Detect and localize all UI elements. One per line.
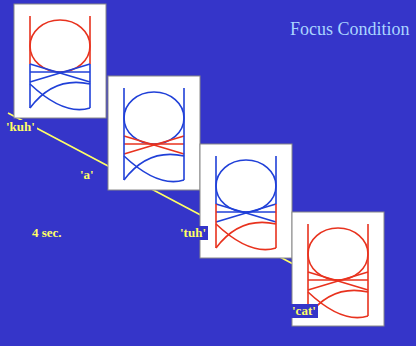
sound-label: 'kuh' [4,120,37,134]
sound-label: 4 sec. [30,226,64,240]
letter-card [108,76,200,190]
letter-card [14,4,106,118]
sound-label: 'tuh' [178,226,208,240]
slide-title: Focus Condition [290,20,410,40]
sound-label: 'cat' [290,304,318,318]
letter-card [200,144,292,258]
sound-label: 'a' [78,168,96,182]
